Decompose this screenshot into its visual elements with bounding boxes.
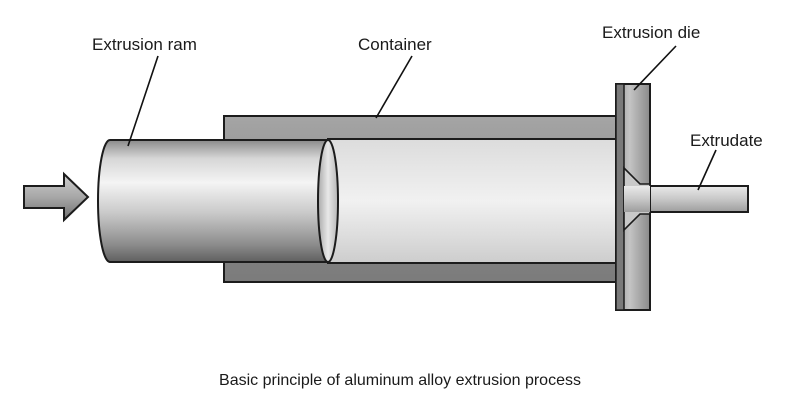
label-extrusion-ram: Extrusion ram bbox=[92, 35, 197, 54]
push-arrow-icon bbox=[23, 171, 90, 223]
die-face-edge bbox=[615, 83, 625, 311]
diagram-caption: Basic principle of aluminum alloy extrus… bbox=[219, 372, 581, 389]
container-leader-line bbox=[375, 55, 413, 119]
label-extrusion-die: Extrusion die bbox=[602, 23, 700, 42]
extrusion-ram bbox=[97, 139, 329, 263]
label-container: Container bbox=[358, 35, 432, 54]
die-bore bbox=[624, 186, 650, 212]
die-leader-line bbox=[633, 45, 677, 91]
label-extrudate: Extrudate bbox=[690, 131, 763, 150]
extrudate-leader-line bbox=[697, 149, 717, 191]
ram-end-face bbox=[317, 139, 339, 263]
billet bbox=[327, 138, 623, 264]
ram-leader-line bbox=[127, 55, 159, 147]
